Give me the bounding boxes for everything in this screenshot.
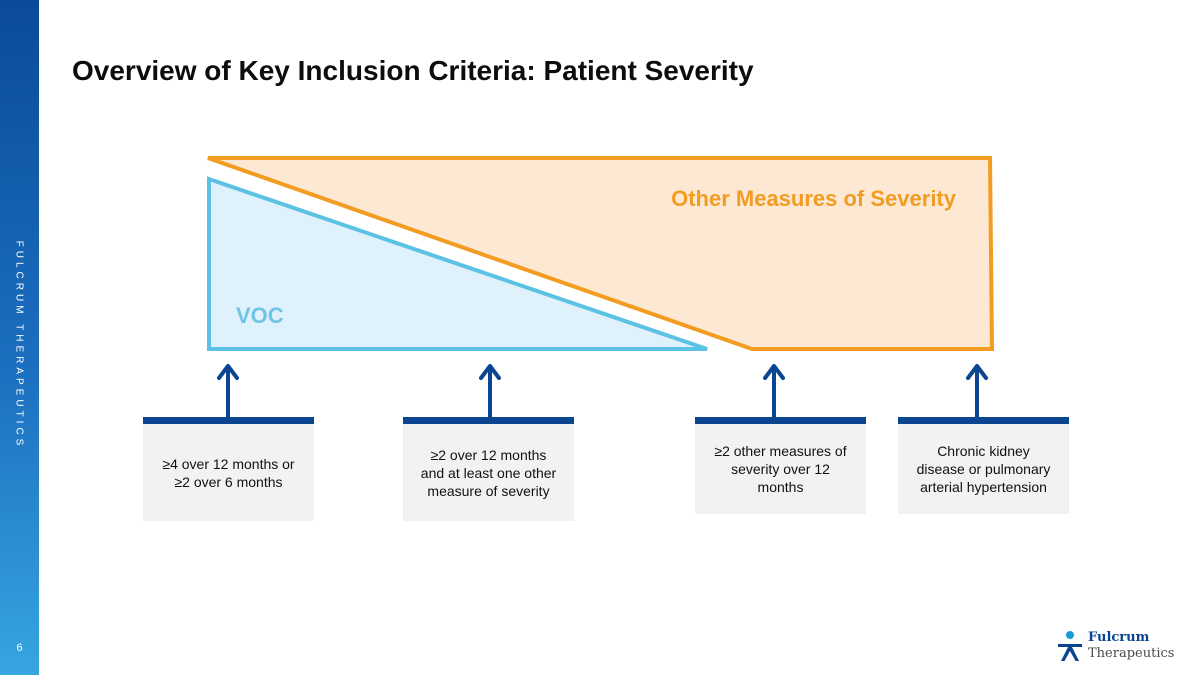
other-measures-label: Other Measures of Severity xyxy=(671,186,956,211)
voc-label: VOC xyxy=(236,303,284,328)
company-logo: Fulcrum Therapeutics xyxy=(1055,630,1175,664)
arrow-1-icon xyxy=(217,364,239,420)
criteria-text-3: ≥2 other measures of severity over 12 mo… xyxy=(714,443,847,495)
logo-line-1: Fulcrum xyxy=(1088,630,1150,645)
arrow-4-icon xyxy=(966,364,988,420)
criteria-box-4: Chronic kidney disease or pulmonary arte… xyxy=(898,417,1069,514)
page-number: 6 xyxy=(16,642,23,654)
arrow-3-icon xyxy=(763,364,785,420)
criteria-text-1: ≥4 over 12 months or ≥2 over 6 months xyxy=(162,455,295,490)
person-icon xyxy=(1058,631,1082,661)
criteria-box-3: ≥2 other measures of severity over 12 mo… xyxy=(695,417,866,514)
criteria-text-4: Chronic kidney disease or pulmonary arte… xyxy=(916,443,1051,495)
voc-region xyxy=(207,176,708,351)
arrow-2-icon xyxy=(479,364,501,420)
criteria-box-1: ≥4 over 12 months or ≥2 over 6 months xyxy=(143,417,314,521)
slide-title: Overview of Key Inclusion Criteria: Pati… xyxy=(72,55,754,86)
side-bar: FULCRUM THERAPEUTICS 6 xyxy=(0,0,39,675)
other-measures-region xyxy=(207,156,995,351)
criteria-box-2: ≥2 over 12 months and at least one other… xyxy=(403,417,574,521)
logo-line-2: Therapeutics xyxy=(1088,646,1175,661)
criteria-text-2: ≥2 over 12 months and at least one other… xyxy=(420,446,557,499)
